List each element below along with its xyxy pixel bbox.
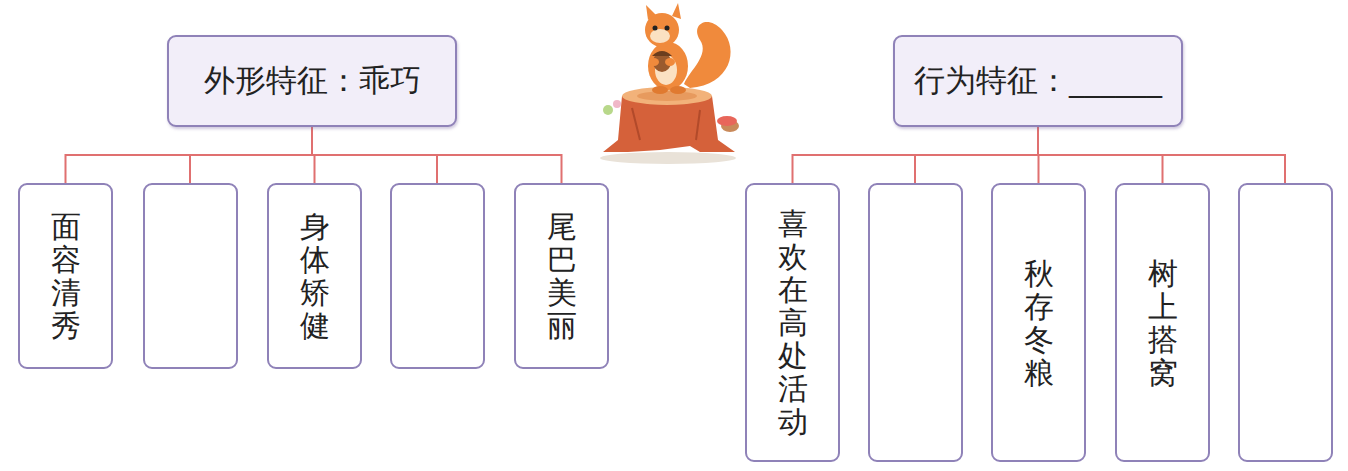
feature-text: 树上搭窝 (1148, 257, 1178, 389)
tree-connector (1038, 127, 1163, 183)
feature-box: 身体矫健 (267, 183, 362, 369)
feature-text: 面容清秀 (51, 210, 81, 342)
feature-box: 秋存冬粮 (991, 183, 1086, 462)
feature-box: 喜欢在高处活动 (745, 183, 840, 462)
blank-box (1238, 183, 1333, 462)
branch-line (312, 155, 437, 183)
tree-connector (66, 127, 313, 183)
heading-box: 外形特征：乖巧 (167, 35, 457, 127)
feature-box: 尾巴美丽 (514, 183, 609, 369)
tree-connector (793, 127, 1039, 183)
heading-box: 行为特征：______ (893, 35, 1183, 127)
heading-text: 外形特征：乖巧 (204, 60, 421, 102)
feature-text: 喜欢在高处活动 (778, 207, 808, 438)
feature-box: 树上搭窝 (1115, 183, 1210, 462)
heading-text: 行为特征：______ (914, 60, 1162, 102)
branch-line (915, 155, 1038, 183)
branch-line (190, 155, 312, 183)
squirrel-picture (600, 3, 739, 164)
blank-box (143, 183, 238, 369)
branch-lines (190, 155, 1285, 183)
feature-box: 面容清秀 (18, 183, 113, 369)
feature-text: 身体矫健 (300, 210, 330, 342)
tree-connector (312, 127, 562, 183)
blank-box (868, 183, 963, 462)
blank-box (390, 183, 485, 369)
feature-text: 尾巴美丽 (547, 210, 577, 342)
feature-text: 秋存冬粮 (1024, 257, 1054, 389)
